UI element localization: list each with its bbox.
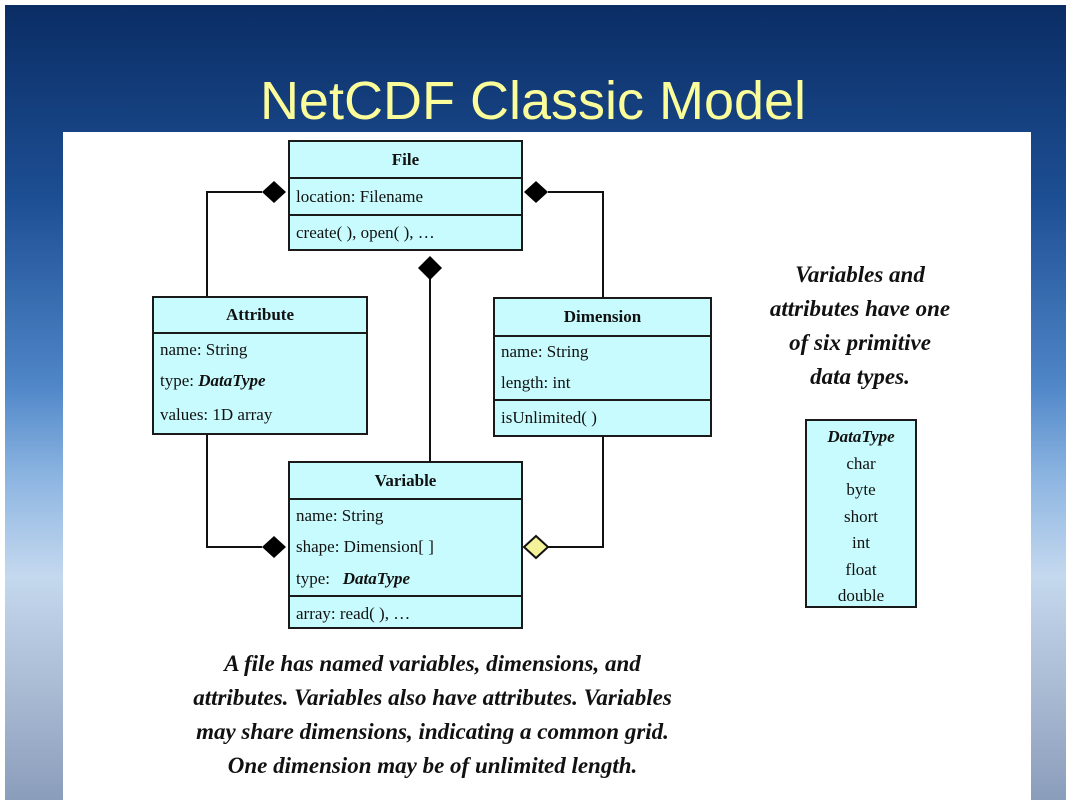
- variable-composition-diamond: [262, 536, 286, 558]
- datatype-header: DataType: [827, 427, 895, 446]
- summary-note: A file has named variables, dimensions, …: [110, 647, 755, 783]
- datatype-box: DataType char byte short int float doubl…: [805, 419, 917, 608]
- attribute-variable-connector: [206, 435, 262, 548]
- attribute-class-box: Attribute name: String type: DataType va…: [152, 296, 368, 435]
- variable-operations: array: read( ), …: [290, 597, 521, 631]
- slide-title: NetCDF Classic Model: [259, 71, 807, 131]
- attribute-class-name: Attribute: [154, 298, 366, 334]
- variable-type-value: DataType: [342, 569, 411, 588]
- variable-ops: array: read( ), …: [296, 604, 411, 623]
- types-note-line-4: data types.: [810, 364, 910, 389]
- file-attributes: location: Filename: [290, 179, 521, 216]
- attribute-type-prefix: type:: [160, 371, 194, 390]
- summary-note-line-2: attributes. Variables also have attribut…: [193, 685, 672, 710]
- variable-attr-name: name: String: [296, 506, 384, 525]
- attribute-attributes: name: String type: DataType values: 1D a…: [154, 334, 366, 432]
- attribute-attr-name: name: String: [160, 340, 248, 359]
- dimension-attr-length: length: int: [501, 373, 571, 392]
- attribute-file-connector: [206, 191, 262, 298]
- dimension-variable-connector: [548, 436, 604, 548]
- types-note-line-1: Variables and: [795, 262, 925, 287]
- file-composition-diamond-right: [524, 181, 548, 203]
- summary-note-line-1: A file has named variables, dimensions, …: [224, 651, 641, 676]
- datatype-item: float: [845, 559, 877, 579]
- datatype-item: byte: [846, 480, 876, 499]
- summary-note-line-4: One dimension may be of unlimited length…: [227, 753, 638, 778]
- dimension-file-connector: [548, 191, 604, 298]
- file-class-name: File: [290, 142, 521, 179]
- variable-type-prefix: type:: [296, 569, 330, 588]
- file-operations: create( ), open( ), …: [290, 216, 521, 249]
- datatype-item: int: [852, 533, 870, 552]
- attribute-attr-type: type: DataType: [160, 365, 366, 397]
- attribute-attr-values: values: 1D array: [160, 405, 273, 424]
- types-note-line-3: of six primitive: [789, 330, 931, 355]
- variable-aggregation-diamond: [522, 534, 550, 560]
- dimension-class-name: Dimension: [495, 299, 710, 337]
- variable-attr-shape: shape: Dimension[ ]: [296, 537, 434, 556]
- types-note-line-2: attributes have one: [769, 296, 951, 321]
- attribute-type-value: DataType: [198, 371, 266, 390]
- dimension-attr-name: name: String: [501, 342, 589, 361]
- file-composition-diamond-left: [262, 181, 286, 203]
- variable-class-box: Variable name: String shape: Dimension[ …: [288, 461, 523, 629]
- datatype-item: double: [837, 586, 885, 605]
- dimension-operations: isUnlimited( ): [495, 401, 710, 434]
- summary-note-line-3: may share dimensions, indicating a commo…: [196, 719, 669, 744]
- types-note: Variables and attributes have one of six…: [740, 258, 980, 394]
- variable-class-name: Variable: [290, 463, 521, 500]
- datatype-item: char: [846, 453, 876, 473]
- datatype-item: short: [844, 506, 878, 526]
- dimension-attributes: name: String length: int: [495, 337, 710, 401]
- variable-attributes: name: String shape: Dimension[ ] type: D…: [290, 500, 521, 597]
- dimension-ops: isUnlimited( ): [501, 408, 597, 427]
- file-composition-diamond-middle: [418, 256, 442, 280]
- file-class-box: File location: Filename create( ), open(…: [288, 140, 523, 251]
- variable-attr-type: type: DataType: [296, 563, 521, 595]
- file-ops: create( ), open( ), …: [296, 223, 435, 242]
- file-attr-location: location: Filename: [296, 187, 423, 206]
- dimension-class-box: Dimension name: String length: int isUnl…: [493, 297, 712, 437]
